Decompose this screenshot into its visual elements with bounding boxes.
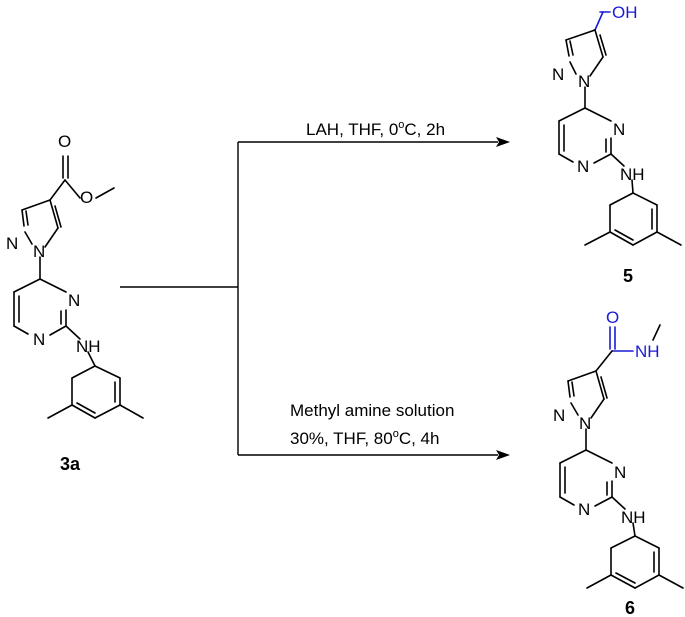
pyrazole-n1-6: N	[579, 414, 591, 433]
amine-nh-3a: NH	[76, 337, 101, 356]
amine-nh-5: NH	[620, 165, 645, 184]
amide-oxygen-6: O	[606, 308, 619, 327]
carbonyl-oxygen-3a: O	[58, 132, 71, 151]
pyrimidine-n1-3a: N	[33, 330, 45, 349]
pyrimidine-n1-6: N	[578, 500, 590, 519]
compound-6-structure	[559, 324, 684, 589]
pyrimidine-n3-5: N	[613, 120, 625, 139]
pyrimidine-n3-6: N	[614, 463, 626, 482]
hydroxyl-oh-5: OH	[612, 3, 638, 22]
ester-oxygen-3a: O	[80, 188, 93, 207]
pyrimidine-n3-3a: N	[68, 291, 80, 310]
pyrazole-n1-5: N	[578, 72, 590, 91]
pyrazole-n2-3a: N	[6, 234, 18, 253]
arrowhead-bottom	[496, 450, 510, 460]
amide-nh-6: NH	[635, 342, 660, 361]
compound-label-5: 5	[623, 266, 633, 286]
conditions-bottom-line2: 30%, THF, 80oC, 4h	[290, 428, 439, 448]
compound-label-3a: 3a	[60, 454, 81, 474]
compound-5-structure	[558, 11, 682, 246]
pyrimidine-n1-5: N	[577, 157, 589, 176]
compound-label-6: 6	[625, 598, 635, 617]
conditions-bottom-line1: Methyl amine solution	[290, 401, 454, 420]
arrowhead-top	[496, 137, 510, 147]
pyrazole-n2-6: N	[553, 406, 565, 425]
pyrazole-n1-3a: N	[33, 242, 45, 261]
compound-3a-structure	[13, 155, 144, 419]
conditions-top: LAH, THF, 0oC, 2h	[306, 119, 445, 139]
amine-nh-6: NH	[621, 508, 646, 527]
pyrazole-n2-5: N	[552, 65, 564, 84]
reaction-arrows	[120, 137, 510, 460]
